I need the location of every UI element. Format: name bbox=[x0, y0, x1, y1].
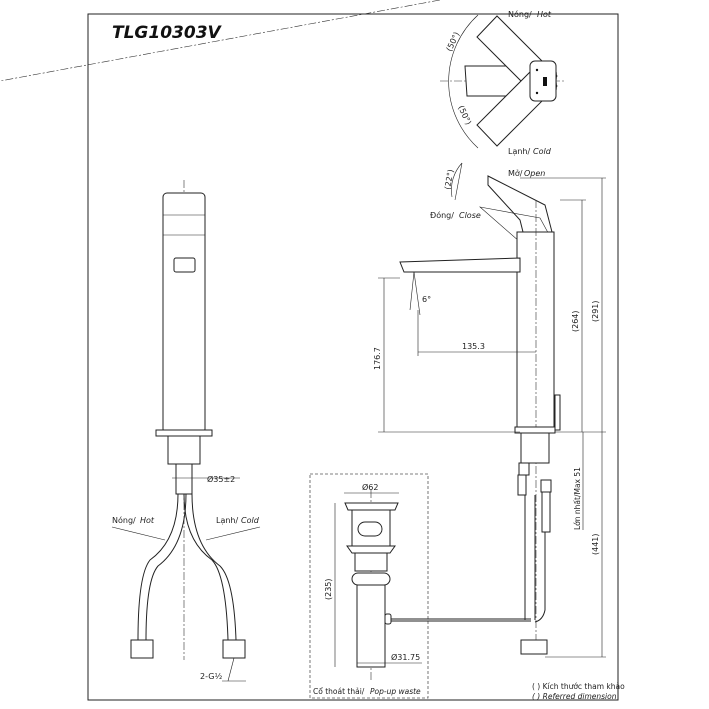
dim-hole: Ø35±2 bbox=[207, 474, 235, 484]
waste-label: Cổ thoát thải/ bbox=[313, 687, 365, 696]
side-view: (22°) Mở/ Open Đóng/ Close 6° 176.7 135.… bbox=[373, 162, 606, 658]
hot-label-en: Hot bbox=[537, 10, 552, 19]
dim-264: (264) bbox=[571, 310, 580, 332]
hot-label: Nóng/ bbox=[508, 9, 532, 19]
cold-label: Lạnh/ bbox=[508, 147, 531, 157]
front-hot-label: Nóng/ bbox=[112, 515, 136, 525]
legend-vn: ( ) Kích thước tham khảo bbox=[532, 682, 625, 691]
waste-label-en: Pop-up waste bbox=[370, 687, 421, 696]
close-label: Đóng/ bbox=[430, 210, 454, 220]
popup-waste: Ø62 (235) Ø31.75 Cổ thoát thải/ Pop-up w… bbox=[309, 473, 531, 699]
front-cold-label-en: Cold bbox=[241, 516, 260, 525]
dim-reach: 135.3 bbox=[462, 342, 485, 351]
angle-hot: (50°) bbox=[445, 31, 462, 53]
front-cold-label: Lạnh/ bbox=[216, 516, 239, 526]
dim-waste-height: (235) bbox=[324, 578, 333, 600]
drawing-frame bbox=[87, 13, 619, 701]
top-view: Nóng/ Hot Lạnh/ Cold (50°) (50°) bbox=[0, 0, 566, 157]
dim-max: Lớn nhất/Max 51 bbox=[573, 467, 582, 530]
dim-spout-height: 176.7 bbox=[373, 347, 382, 370]
front-view: Ø35±2 Nóng/ Hot Lạnh/ Cold 2-G½ bbox=[111, 180, 261, 682]
dim-441: (441) bbox=[591, 533, 600, 555]
open-label-en: Open bbox=[524, 169, 545, 178]
spray-angle: 6° bbox=[422, 295, 431, 304]
connector-label: 2-G½ bbox=[200, 672, 222, 681]
legend-en: ( ) Referred dimension bbox=[532, 692, 617, 701]
close-label-en: Close bbox=[459, 211, 481, 220]
dim-waste-pipe: Ø31.75 bbox=[391, 652, 420, 662]
cold-label-en: Cold bbox=[533, 147, 552, 156]
open-label: Mở/ bbox=[508, 168, 523, 178]
dim-291: (291) bbox=[591, 300, 600, 322]
angle-open: (22°) bbox=[443, 169, 455, 191]
model-title: TLG10303V bbox=[112, 23, 223, 43]
dim-waste-top: Ø62 bbox=[362, 482, 378, 492]
front-hot-label-en: Hot bbox=[140, 516, 155, 525]
